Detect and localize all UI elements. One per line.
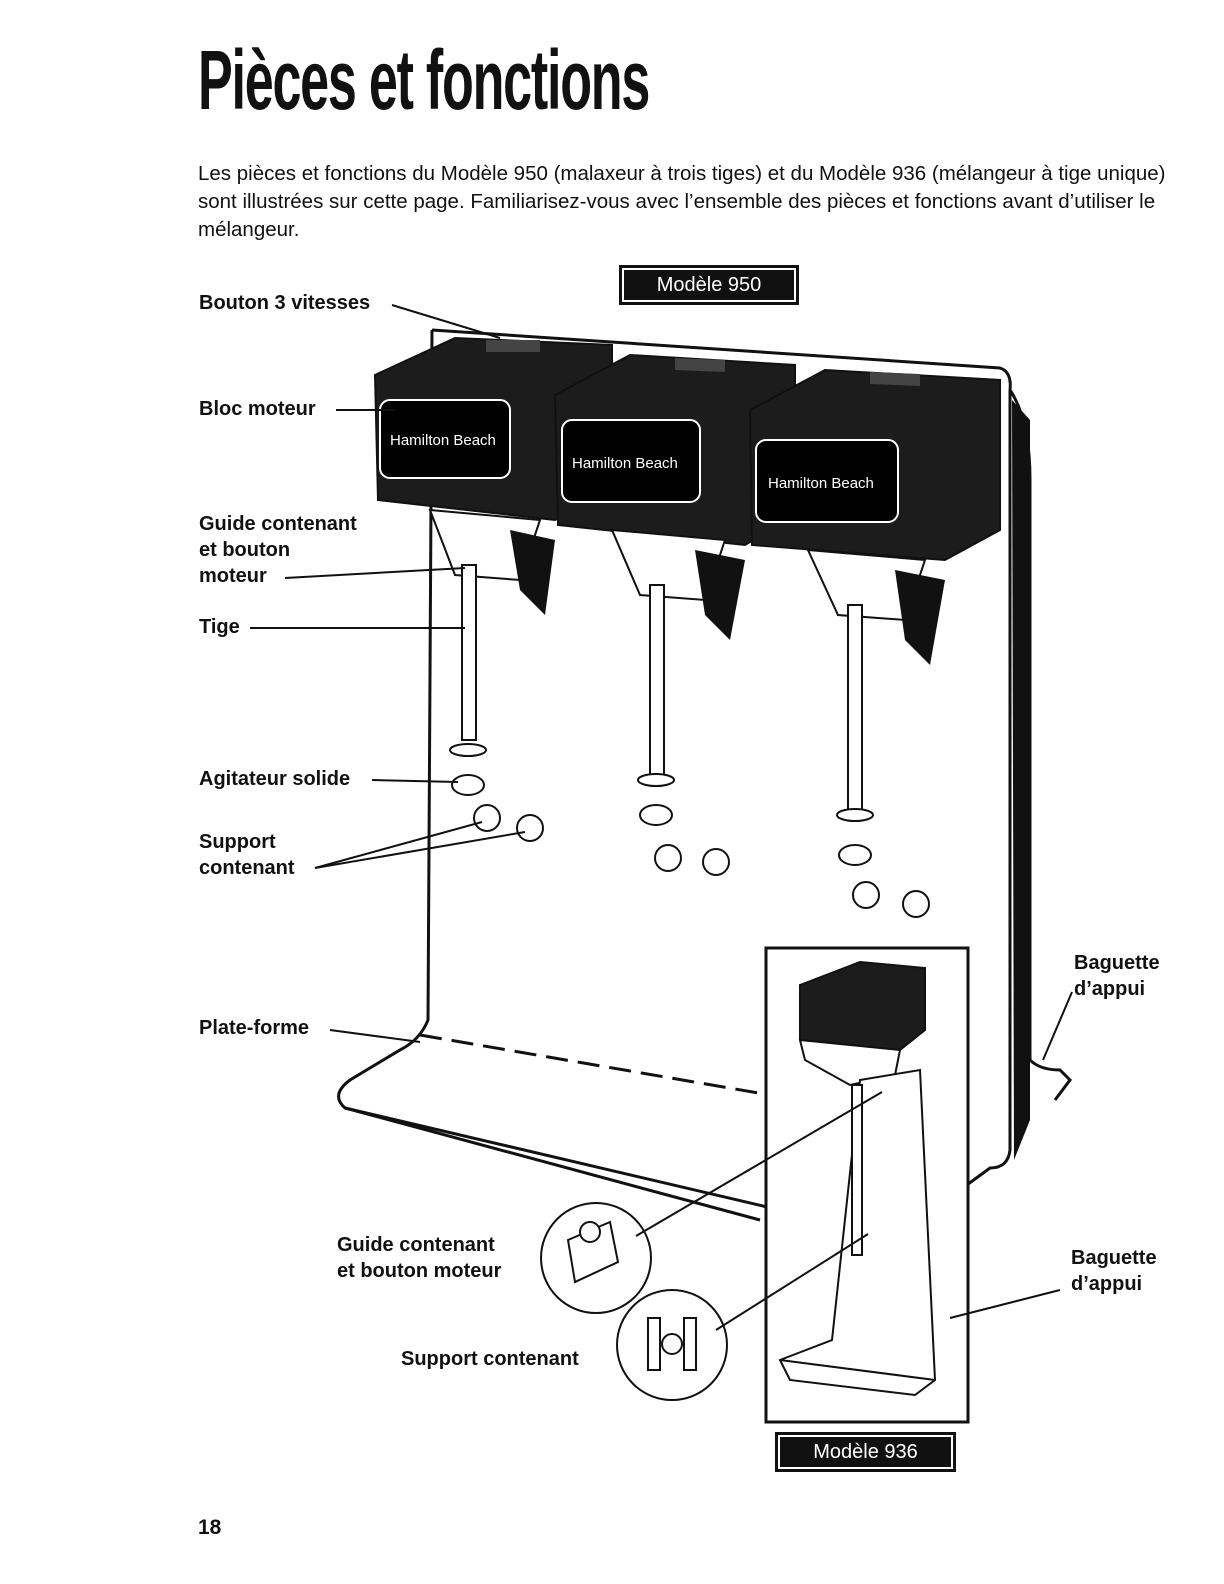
label-platform: Plate-forme [199, 1017, 310, 1039]
motor-head-2: Hamilton Beach [553, 353, 796, 826]
label-rod-top-line1: Baguette [1074, 952, 1160, 974]
label-guide936-line1: Guide contenant [337, 1234, 495, 1256]
label-rod-bottom-line1: Baguette [1071, 1247, 1157, 1269]
label-support936: Support contenant [401, 1348, 579, 1370]
label-spindle: Tige [199, 616, 240, 638]
intro-paragraph: Les pièces et fonctions du Modèle 950 (m… [198, 162, 1166, 241]
label-support-line1: Support [199, 831, 276, 853]
label-agitator: Agitateur solide [199, 768, 351, 790]
model-950-badge: Modèle 950 [619, 265, 799, 305]
container-support-knobs [473, 804, 930, 918]
stand-side-shadow [1012, 400, 1030, 1160]
label-rod-top-line2: d’appui [1074, 978, 1146, 1000]
label-speed-button: Bouton 3 vitesses [199, 292, 371, 314]
label-motor-block: Bloc moteur [199, 398, 316, 420]
label-guide936-line2: et bouton moteur [337, 1260, 502, 1282]
page-title: Pièces et fonctions [198, 33, 650, 127]
label-guide-line1: Guide contenant [199, 513, 357, 535]
label-guide-line3: moteur [199, 565, 267, 587]
brand-name: Hamilton Beach [390, 432, 496, 449]
label-support-line2: contenant [199, 857, 295, 879]
brand-name: Hamilton Beach [768, 475, 874, 492]
brand-name: Hamilton Beach [572, 455, 678, 472]
model-936-badge: Modèle 936 [775, 1432, 956, 1472]
page-number: 18 [198, 1516, 222, 1539]
model-936-illustration [778, 960, 937, 1397]
label-rod-bottom-line2: d’appui [1071, 1273, 1143, 1295]
leader-lines [250, 304, 1073, 1331]
motor-head-1: Hamilton Beach [373, 336, 613, 796]
label-guide-line2: et bouton [199, 539, 291, 561]
motor-head-3: Hamilton Beach [748, 368, 1001, 866]
